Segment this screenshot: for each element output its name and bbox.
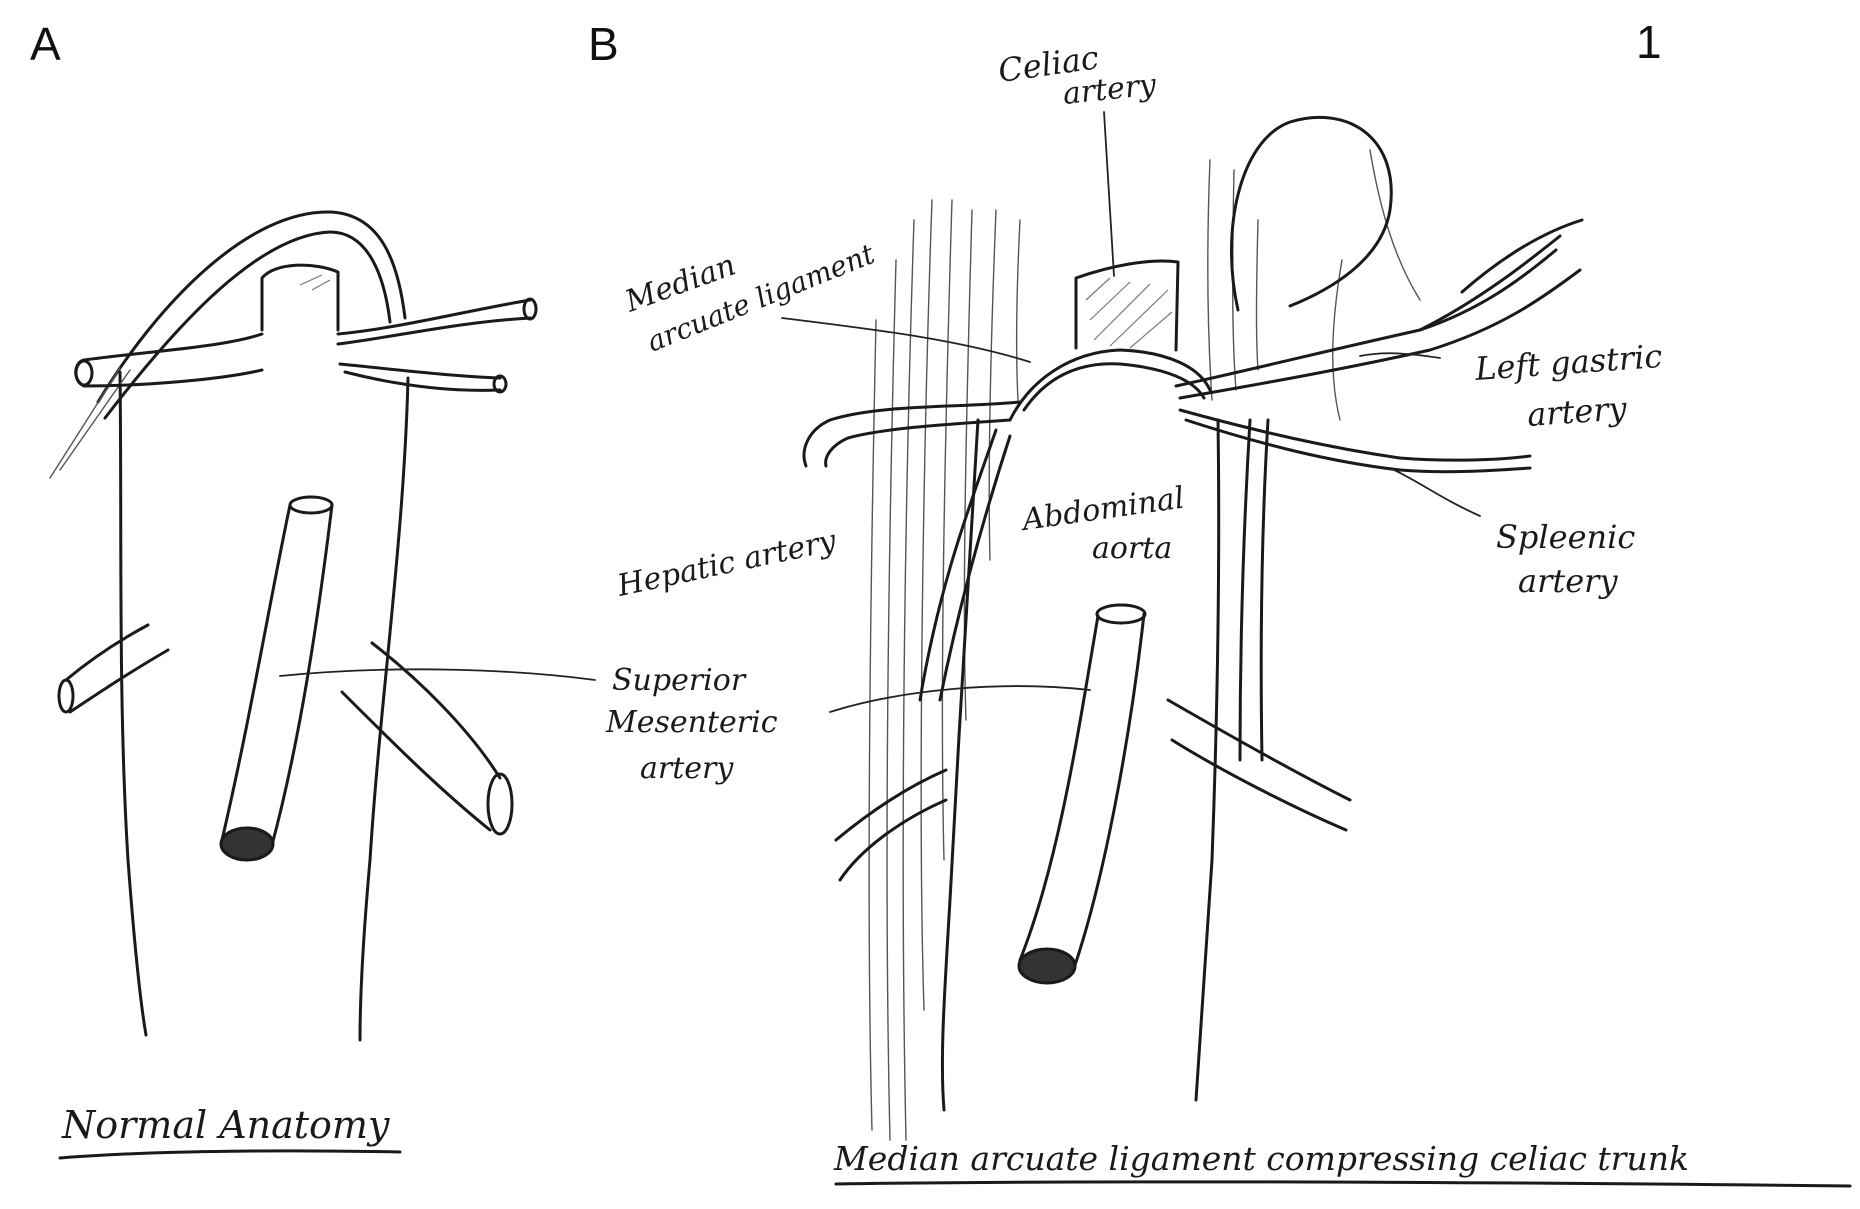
aorta-right-wall [360, 378, 408, 1040]
label-left-gastric-artery: artery [1526, 389, 1629, 434]
label-superior: Superior [612, 663, 747, 698]
figure-number: 1 [1636, 16, 1662, 68]
splenic-artery-b [1180, 410, 1530, 472]
stomach-outline-b [1231, 117, 1391, 310]
left-side-branch-a [66, 625, 168, 712]
captions: Normal Anatomy Median arcuate ligament c… [60, 1103, 1850, 1186]
upper-arch-inner [105, 232, 390, 418]
lower-right-branch-b [1168, 700, 1350, 830]
panel-letter-a: A [30, 18, 61, 70]
gastric-upper-branch-b [1420, 220, 1582, 330]
celiac-leader-line [1104, 112, 1114, 276]
panel-a-normal-anatomy [50, 212, 595, 1040]
label-sma-artery: artery [640, 751, 734, 786]
label-aorta: aorta [1092, 531, 1172, 566]
labels: Superior Mesenteric artery Celiac artery… [605, 38, 1664, 786]
gastric-branch-a [340, 364, 500, 390]
splenic-branch-a [338, 300, 530, 344]
label-abdominal: Abdominal [1017, 481, 1186, 539]
sma-tube-b [1020, 614, 1144, 968]
aorta-left-wall [120, 372, 146, 1035]
caption-normal-anatomy: Normal Anatomy [61, 1103, 390, 1147]
splenic-leader-line [1390, 468, 1480, 516]
label-mesenteric: Mesenteric [605, 705, 778, 740]
caption-compressing: Median arcuate ligament compressing celi… [833, 1139, 1689, 1178]
panel-b-compression [782, 112, 1582, 1140]
celiac-trunk-b [1076, 261, 1178, 350]
caption-normal-underline [60, 1151, 400, 1158]
aorta-left-wall-b [942, 420, 978, 1110]
label-left-gastric: Left gastric [1473, 337, 1664, 388]
label-hepatic-artery: Hepatic artery [613, 523, 840, 604]
caption-compressing-underline [836, 1182, 1850, 1186]
lower-left-branch-b [836, 770, 946, 880]
panel-letter-b: B [588, 18, 619, 70]
celiac-stub [262, 265, 338, 330]
label-spleenic: Spleenic [1496, 518, 1635, 556]
sma-tube-a [222, 505, 332, 845]
label-spleenic-artery: artery [1518, 562, 1618, 600]
mal-leader-line [782, 318, 1030, 362]
sma-leader-line [280, 669, 595, 680]
right-vessel-b [1240, 420, 1268, 760]
